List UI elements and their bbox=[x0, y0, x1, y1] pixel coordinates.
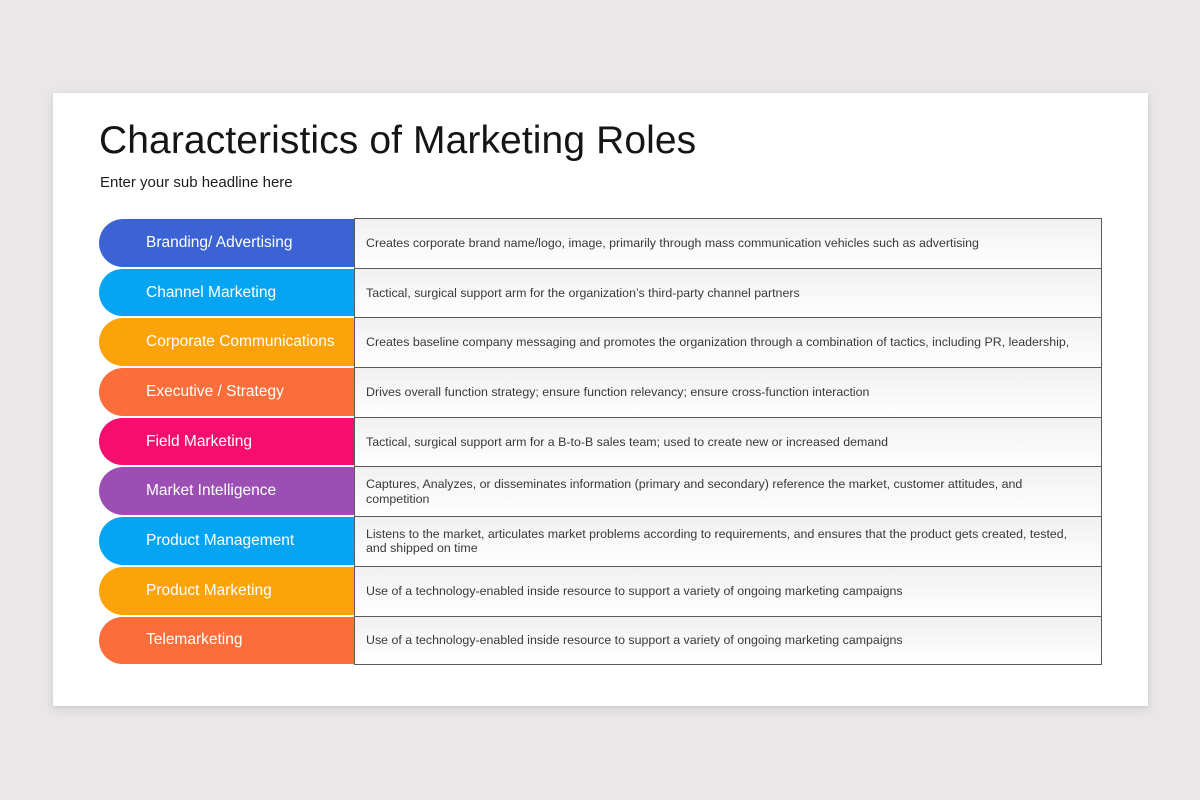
table-row: Field Marketing Tactical, surgical suppo… bbox=[99, 416, 1102, 467]
role-description: Tactical, surgical support arm for the o… bbox=[366, 285, 800, 300]
role-label-pill: Corporate Communications bbox=[99, 318, 354, 367]
role-label: Executive / Strategy bbox=[146, 382, 284, 400]
role-description: Tactical, surgical support arm for a B-t… bbox=[366, 434, 889, 449]
role-label: Product Marketing bbox=[146, 581, 272, 599]
role-description-cell: Tactical, surgical support arm for a B-t… bbox=[354, 416, 1102, 467]
role-label: Product Management bbox=[146, 531, 295, 549]
role-description-cell: Use of a technology-enabled inside resou… bbox=[354, 565, 1102, 616]
role-description-cell: Creates baseline company messaging and p… bbox=[354, 317, 1102, 368]
role-label-pill: Market Intelligence bbox=[99, 467, 354, 516]
role-label-pill: Field Marketing bbox=[99, 417, 354, 466]
role-description-cell: Drives overall function strategy; ensure… bbox=[354, 367, 1102, 417]
role-label-pill: Product Marketing bbox=[99, 566, 354, 615]
table-row: Telemarketing Use of a technology-enable… bbox=[99, 615, 1102, 666]
role-description-cell: Captures, Analyzes, or disseminates info… bbox=[354, 466, 1102, 517]
table-row: Branding/ Advertising Creates corporate … bbox=[99, 218, 1102, 268]
role-label: Field Marketing bbox=[146, 432, 252, 450]
page-title: Characteristics of Marketing Roles bbox=[99, 119, 697, 162]
role-description-cell: Creates corporate brand name/logo, image… bbox=[354, 218, 1102, 268]
role-description-cell: Use of a technology-enabled inside resou… bbox=[354, 615, 1102, 666]
role-label-pill: Branding/ Advertising bbox=[99, 219, 354, 267]
slide-canvas: Characteristics of Marketing Roles Enter… bbox=[53, 93, 1148, 706]
role-label-pill: Executive / Strategy bbox=[99, 368, 354, 416]
role-label: Channel Marketing bbox=[146, 283, 277, 301]
page-subtitle: Enter your sub headline here bbox=[100, 174, 293, 191]
role-label-pill: Product Management bbox=[99, 517, 354, 565]
role-description: Captures, Analyzes, or disseminates info… bbox=[366, 477, 1023, 506]
role-description-cell: Tactical, surgical support arm for the o… bbox=[354, 267, 1102, 318]
role-description-cell: Listens to the market, articulates marke… bbox=[354, 516, 1102, 566]
role-label: Telemarketing bbox=[146, 631, 243, 649]
role-description: Creates baseline company messaging and p… bbox=[366, 335, 1070, 350]
role-description: Drives overall function strategy; ensure… bbox=[366, 385, 870, 400]
table-row: Corporate Communications Creates baselin… bbox=[99, 317, 1102, 368]
role-description: Use of a technology-enabled inside resou… bbox=[366, 633, 903, 648]
table-row: Product Management Listens to the market… bbox=[99, 516, 1102, 566]
roles-table: Branding/ Advertising Creates corporate … bbox=[99, 218, 1102, 666]
role-description: Use of a technology-enabled inside resou… bbox=[366, 583, 903, 598]
role-label: Market Intelligence bbox=[146, 482, 277, 500]
role-description: Listens to the market, articulates marke… bbox=[366, 526, 1068, 556]
role-label-pill: Channel Marketing bbox=[99, 268, 354, 317]
role-description: Creates corporate brand name/logo, image… bbox=[366, 236, 979, 251]
table-row: Channel Marketing Tactical, surgical sup… bbox=[99, 267, 1102, 318]
role-label-pill: Telemarketing bbox=[99, 616, 354, 665]
role-label: Branding/ Advertising bbox=[146, 233, 293, 251]
table-row: Product Marketing Use of a technology-en… bbox=[99, 565, 1102, 616]
table-row: Executive / Strategy Drives overall func… bbox=[99, 367, 1102, 417]
table-row: Market Intelligence Captures, Analyzes, … bbox=[99, 466, 1102, 517]
role-label: Corporate Communications bbox=[146, 333, 335, 351]
